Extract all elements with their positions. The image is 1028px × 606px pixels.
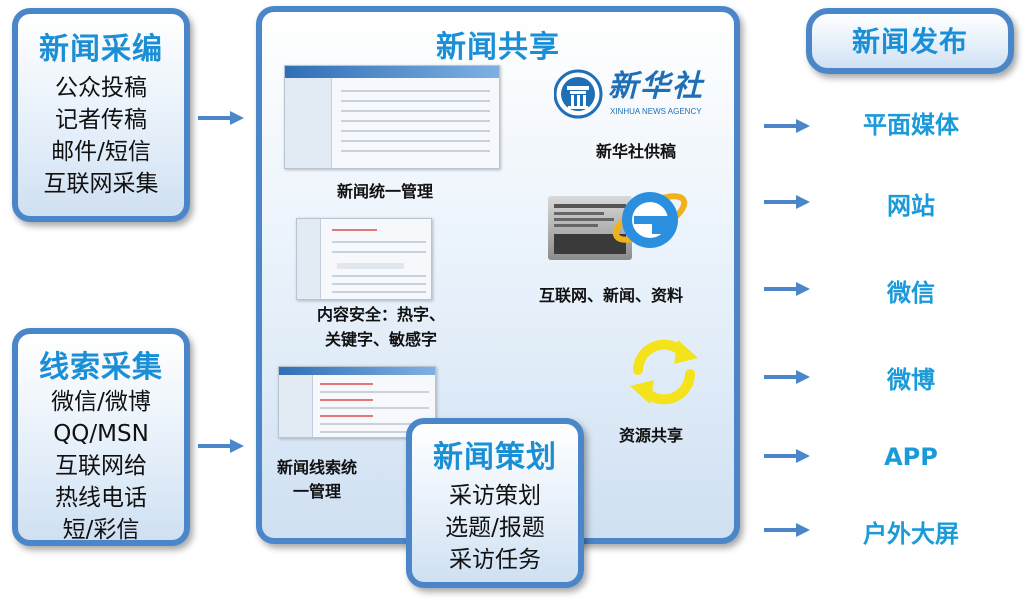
news-planning-item: 采访任务 (449, 547, 541, 573)
clue-collection-item: QQ/MSN (53, 421, 149, 447)
arrow-right-icon (764, 522, 810, 538)
content-security-screenshot (296, 218, 432, 300)
arrow-right-icon (764, 369, 810, 385)
clue-collection-panel: 线索采集 微信/微博 QQ/MSN 互联网给 热线电话 短/彩信 (12, 328, 190, 546)
news-planning-item: 选题/报题 (445, 515, 545, 541)
channel-outdoor-screen: 户外大屏 (863, 520, 959, 548)
news-collection-item: 记者传稿 (55, 107, 147, 133)
xinhua-supply-caption: 新华社供稿 (595, 142, 676, 161)
arrow-right-icon (198, 110, 244, 126)
clue-management-caption-line1: 新闻线索统 (276, 458, 357, 477)
arrow-right-icon (764, 194, 810, 210)
news-sharing-title: 新闻共享 (436, 30, 560, 65)
clue-collection-item: 热线电话 (55, 485, 147, 511)
channel-weibo: 微博 (887, 366, 935, 394)
recycle-arrows-icon (622, 336, 706, 408)
news-planning-title: 新闻策划 (433, 440, 557, 475)
clue-collection-item: 微信/微博 (51, 389, 151, 415)
news-collection-panel: 新闻采编 公众投稿 记者传稿 邮件/短信 互联网采集 (12, 8, 190, 222)
arrow-right-icon (764, 448, 810, 464)
channel-app: APP (884, 443, 938, 471)
internet-news-resources-caption: 互联网、新闻、资料 (538, 286, 683, 305)
news-unified-management-caption: 新闻统一管理 (336, 182, 433, 201)
news-planning-item: 采访策划 (449, 483, 541, 509)
resource-sharing-caption: 资源共享 (618, 426, 683, 445)
clue-collection-title: 线索采集 (39, 350, 163, 385)
xinhua-logo-icon: 新华社 XINHUA NEWS AGENCY (553, 68, 714, 122)
channel-print-media: 平面媒体 (863, 111, 959, 139)
news-planning-list: 采访策划 选题/报题 采访任务 (412, 480, 578, 576)
news-planning-panel: 新闻策划 采访策划 选题/报题 采访任务 (406, 418, 584, 588)
news-collection-item: 互联网采集 (43, 171, 159, 197)
news-publish-title: 新闻发布 (851, 25, 968, 58)
news-collection-item: 公众投稿 (55, 75, 147, 101)
news-collection-title: 新闻采编 (39, 32, 163, 67)
arrow-right-icon (764, 118, 810, 134)
clue-management-screenshot (278, 366, 436, 438)
news-management-screenshot (284, 65, 500, 169)
clue-collection-item: 互联网给 (55, 453, 147, 479)
newspaper-icon (548, 196, 632, 260)
arrow-right-icon (198, 438, 244, 454)
xinhua-name-en: XINHUA NEWS AGENCY (610, 107, 702, 116)
clue-collection-list: 微信/微博 QQ/MSN 互联网给 热线电话 短/彩信 (18, 386, 184, 546)
clue-collection-item: 短/彩信 (62, 517, 140, 543)
arrow-right-icon (764, 281, 810, 297)
channel-website: 网站 (887, 192, 935, 220)
clue-management-caption-line2: 一管理 (292, 482, 341, 501)
news-collection-item: 邮件/短信 (51, 139, 151, 165)
news-collection-list: 公众投稿 记者传稿 邮件/短信 互联网采集 (18, 72, 184, 200)
content-security-caption-line2: 关键字、敏感字 (324, 330, 437, 349)
news-publish-header: 新闻发布 (806, 8, 1014, 74)
xinhua-name-cn: 新华社 (608, 69, 704, 104)
channel-wechat: 微信 (887, 279, 935, 307)
internet-explorer-icon (608, 178, 690, 260)
content-security-caption-line1: 内容安全：热字、 (316, 305, 445, 324)
